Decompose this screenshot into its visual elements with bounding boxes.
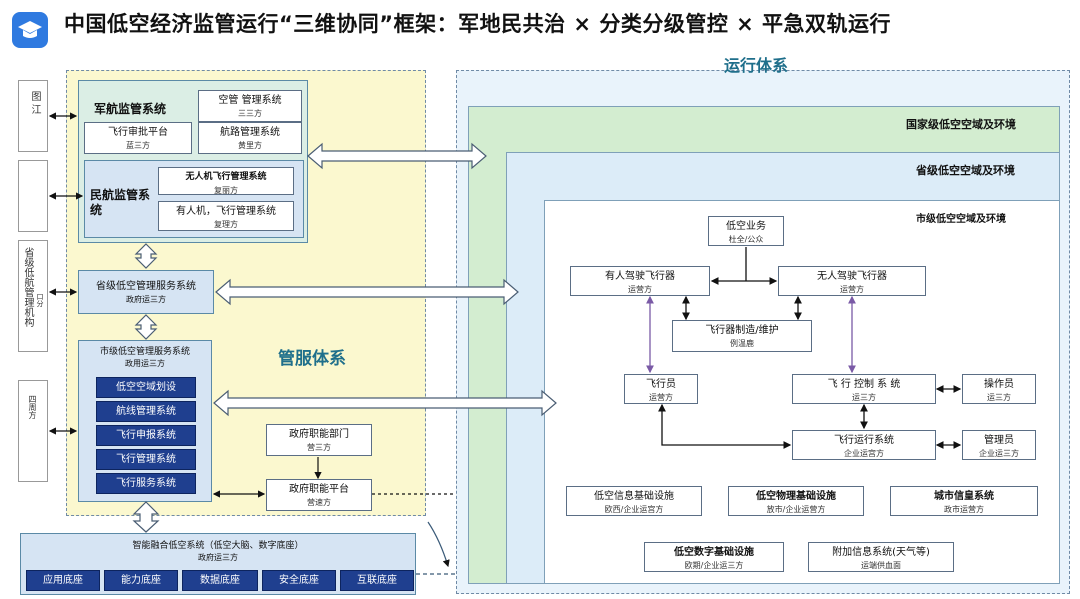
flight-approval-sub: 蓝三方 — [126, 141, 150, 150]
operator-label: 操作员 — [984, 379, 1014, 390]
base-btn-interconnect[interactable]: 互联底座 — [340, 570, 414, 591]
side-box-2 — [18, 160, 48, 232]
national-env-label: 国家级低空空域及环境 — [906, 118, 1016, 131]
physical-infra-sub: 放市/企业运营方 — [766, 505, 826, 514]
info-infra-sub: 欧西/企业运宫方 — [604, 505, 664, 514]
uav-mgmt-box: 无人机飞行管理系统 复丽方 — [158, 167, 294, 195]
operation-title: 运行体系 — [724, 56, 789, 75]
city-btn-airspace[interactable]: 低空空域划设 — [96, 377, 196, 398]
city-env-label: 市级低空空域及环境 — [916, 214, 1006, 225]
gov-platform-label: 政府职能平台 — [289, 484, 349, 495]
side-box-1: 图 江 — [18, 80, 48, 152]
manufacture-box: 飞行器制造/维护 例温鹿 — [672, 320, 812, 352]
extra-info-label: 附加信息系统(天气等) — [832, 547, 930, 558]
city-info-label: 城市信皇系统 — [934, 491, 994, 502]
airspace-mgmt-box: 空管 管理系统 三三方 — [198, 90, 302, 122]
flight-approval-label: 飞行审批平台 — [108, 127, 168, 138]
base-btn-security[interactable]: 安全底座 — [262, 570, 336, 591]
gov-dept-label: 政府职能部门 — [289, 429, 349, 440]
business-label: 低空业务 — [726, 221, 766, 232]
operator-box: 操作员 运三方 — [962, 374, 1036, 404]
uav-mgmt-label: 无人机飞行管理系统 — [185, 172, 267, 182]
flight-ops-box: 飞行运行系统 企业运宫方 — [792, 430, 936, 460]
city-btn-flight-mgmt[interactable]: 飞行管理系统 — [96, 449, 196, 470]
manned-aircraft-box: 有人驾驶飞行器 运营方 — [570, 266, 710, 296]
city-btn-flight-service[interactable]: 飞行服务系统 — [96, 473, 196, 494]
business-box: 低空业务 杜全/公众 — [708, 216, 784, 246]
info-infra-label: 低空信息基础设施 — [594, 491, 674, 502]
city-info-box: 城市信皇系统 政市运营方 — [890, 486, 1038, 516]
pilot-box: 飞行员 运营方 — [624, 374, 698, 404]
side-label-4: 四周方 — [28, 395, 37, 419]
admin-box: 管理员 企业运三方 — [962, 430, 1036, 460]
side-label-2: 省级低航管理机构 — [22, 247, 33, 327]
physical-infra-box: 低空物理基础设施 放市/企业运营方 — [728, 486, 864, 516]
intelligent-system-sub: 政府运三方 — [198, 553, 238, 562]
page-title: 中国低空经济监管运行“三维协同”框架：军地民共治 × 分类分级管控 × 平急双轨… — [64, 12, 892, 36]
app-logo-icon — [12, 12, 48, 48]
physical-infra-label: 低空物理基础设施 — [756, 491, 836, 502]
civil-title: 民航监管系统 — [90, 188, 151, 217]
provincial-service-sub: 政府运三方 — [126, 295, 166, 304]
provincial-service-label: 省级低空管理服务系统 — [96, 281, 196, 292]
gov-platform-box: 政府职能平台 营速方 — [266, 479, 372, 511]
side-label-3: 口分 — [36, 293, 44, 307]
city-service-label: 市级低空管理服务系统 — [99, 347, 190, 357]
provincial-service-box: 省级低空管理服务系统 政府运三方 — [78, 270, 214, 314]
route-mgmt-label: 航路管理系统 — [220, 127, 280, 138]
flight-control-box: 飞 行 控制 系 统 运三方 — [792, 374, 936, 404]
intelligent-system-label: 智能融合低空系统（低空大脑、数字底座） — [132, 541, 304, 551]
extra-info-box: 附加信息系统(天气等) 运端供血面 — [808, 542, 954, 572]
side-label-1: 图 江 — [29, 91, 40, 115]
manufacture-label: 飞行器制造/维护 — [705, 325, 779, 336]
side-box-3: 省级低航管理机构 口分 — [18, 240, 48, 352]
digital-infra-label: 低空数字基础设施 — [674, 547, 754, 558]
admin-sub: 企业运三方 — [979, 449, 1019, 458]
unmanned-aircraft-label: 无人驾驶飞行器 — [817, 271, 887, 282]
extra-info-sub: 运端供血面 — [861, 561, 901, 570]
manufacture-sub: 例温鹿 — [730, 339, 754, 348]
side-arrow-curve — [427, 521, 450, 568]
gov-platform-sub: 营速方 — [307, 498, 331, 507]
gov-dept-box: 政府职能部门 营三方 — [266, 424, 372, 456]
provincial-env-label: 省级低空空域及环境 — [916, 164, 1015, 177]
airspace-mgmt-sub: 三三方 — [238, 109, 262, 118]
digital-infra-sub: 欧期/企业运三方 — [684, 561, 744, 570]
city-btn-route[interactable]: 航线管理系统 — [96, 401, 196, 422]
route-mgmt-box: 航路管理系统 黄里方 — [198, 122, 302, 154]
pilot-sub: 运营方 — [649, 393, 673, 402]
unmanned-aircraft-sub: 运营方 — [840, 285, 864, 294]
city-btn-declare[interactable]: 飞行申报系统 — [96, 425, 196, 446]
base-btn-capability[interactable]: 能力底座 — [104, 570, 178, 591]
city-service-sub: 政用运三方 — [125, 359, 165, 368]
manned-aircraft-sub: 运营方 — [628, 285, 652, 294]
business-sub: 杜全/公众 — [728, 235, 764, 244]
side-box-4: 四周方 — [18, 380, 48, 482]
manned-aircraft-label: 有人驾驶飞行器 — [605, 271, 675, 282]
operator-sub: 运三方 — [987, 393, 1011, 402]
uav-mgmt-sub: 复丽方 — [214, 186, 238, 195]
graduation-cap-icon — [18, 21, 42, 38]
base-btn-app[interactable]: 应用底座 — [26, 570, 100, 591]
info-infra-box: 低空信息基础设施 欧西/企业运宫方 — [566, 486, 702, 516]
city-info-sub: 政市运营方 — [944, 505, 984, 514]
route-mgmt-sub: 黄里方 — [238, 141, 262, 150]
flight-control-label: 飞 行 控制 系 统 — [827, 379, 901, 390]
digital-infra-box: 低空数字基础设施 欧期/企业运三方 — [644, 542, 784, 572]
flight-ops-sub: 企业运宫方 — [844, 449, 884, 458]
flight-ops-label: 飞行运行系统 — [834, 435, 894, 446]
base-btn-data[interactable]: 数据底座 — [182, 570, 258, 591]
airspace-mgmt-label: 空管 管理系统 — [218, 95, 282, 106]
flight-control-sub: 运三方 — [852, 393, 876, 402]
unmanned-aircraft-box: 无人驾驶飞行器 运营方 — [778, 266, 926, 296]
manned-mgmt-box: 有人机，飞行管理系统 复理方 — [158, 201, 294, 231]
gov-dept-sub: 营三方 — [307, 443, 331, 452]
management-title: 管服体系 — [278, 349, 346, 369]
pilot-label: 飞行员 — [646, 379, 676, 390]
manned-mgmt-sub: 复理方 — [214, 220, 238, 229]
military-title: 军航监管系统 — [94, 102, 167, 116]
manned-mgmt-label: 有人机，飞行管理系统 — [176, 206, 276, 217]
admin-label: 管理员 — [984, 435, 1014, 446]
flight-approval-box: 飞行审批平台 蓝三方 — [84, 122, 192, 154]
